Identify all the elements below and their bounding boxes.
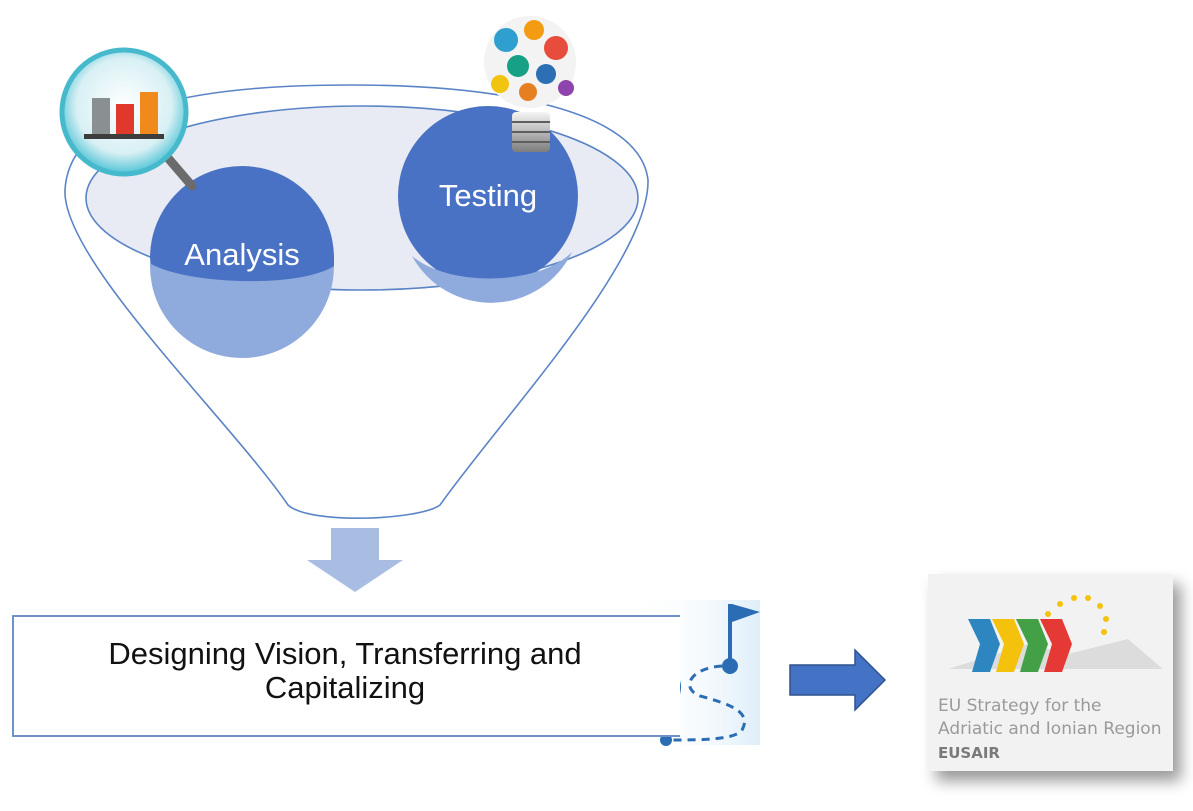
right-arrow (789, 648, 887, 712)
stage-label-analysis: Analysis (184, 237, 300, 272)
eusair-logo: EU Strategy for the Adriatic and Ionian … (928, 574, 1173, 771)
analysis-chart-icon (59, 47, 197, 191)
eusair-emblem (948, 595, 1163, 672)
output-label: Designing Vision, Transferring and Capit… (108, 636, 582, 705)
analysis-bubble (150, 166, 334, 358)
logo-acronym: EUSAIR (938, 744, 1000, 762)
logo-line-2: Adriatic and Ionian Region (938, 719, 1162, 739)
logo-line-1: EU Strategy for the (938, 696, 1102, 716)
lightbulb-gears-icon (484, 16, 576, 152)
output-box (12, 615, 680, 737)
down-arrow (307, 528, 403, 592)
stage-label-testing: Testing (438, 178, 538, 213)
